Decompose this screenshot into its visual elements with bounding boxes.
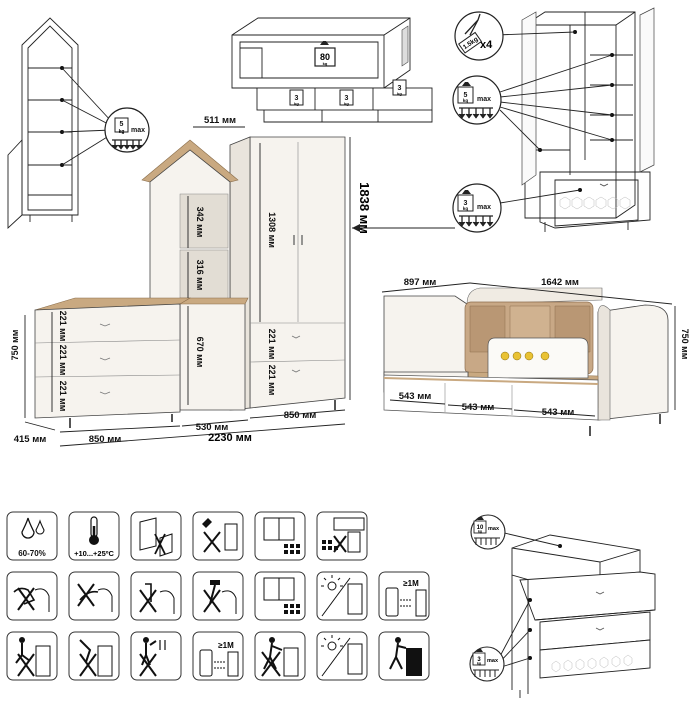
chest-top-weight-max: max xyxy=(488,526,500,532)
wardrobe-drawer-weight-value: 3 xyxy=(464,200,468,207)
shelf-weight-unit: kg xyxy=(119,129,125,135)
bed-drawer-unit-2: kg xyxy=(344,101,349,106)
shelf-lower-dim: 316 мм xyxy=(195,260,205,291)
chest-drawer-2-dim: 221 мм xyxy=(58,345,68,376)
chest-drawer-1-dim: 221 мм xyxy=(58,311,68,342)
chest-drawer-3-dim: 221 мм xyxy=(58,381,68,412)
bed-drawer-unit-1: kg xyxy=(294,101,299,106)
furniture-set-render xyxy=(34,136,346,428)
no-stand-icon xyxy=(68,571,120,621)
wardrobe-shelf-weight-max: max xyxy=(477,96,491,103)
no-hammer-icon xyxy=(192,571,244,621)
chest-height-dim: 750 мм xyxy=(10,329,20,360)
bed-drawer-1-dim: 543 мм xyxy=(399,391,432,402)
shelf-weight-badge: 5 kg max xyxy=(104,107,150,153)
humidity-label: 60-70% xyxy=(18,549,46,558)
shelf-weight-value: 5 xyxy=(120,121,124,128)
bed-height-dim: 750 мм xyxy=(680,329,690,360)
chest-load-sketch xyxy=(497,531,656,698)
bed-drawer-3-dim: 543 мм xyxy=(542,407,575,418)
appliance-distance-icon xyxy=(192,631,244,681)
wardrobe-load-sketch xyxy=(495,7,655,232)
bed-drawer-weight-3: 3 xyxy=(398,85,402,92)
wardrobe-drawer-weight-badge: 3 kg max xyxy=(452,183,502,233)
total-width-dim: 2230 мм xyxy=(208,432,252,444)
cabinet-width-dim: 530 мм xyxy=(196,422,229,433)
temperature-label: +10...+25ºC xyxy=(74,549,114,558)
bed-depth-dim: 897 мм xyxy=(404,277,437,288)
bed-top-weight-value: 80 xyxy=(320,52,330,62)
bed-drawer-unit-3: kg xyxy=(397,91,402,96)
chest-width-dim: 850 мм xyxy=(89,434,122,445)
wardrobe-drawer-2-dim: 221 мм xyxy=(267,365,277,396)
hanger-count: x4 xyxy=(480,39,493,51)
shelf-weight-max: max xyxy=(131,127,145,134)
bed-load-sketch xyxy=(231,17,433,123)
hanger-weight-badge: 1.5kg x4 xyxy=(454,11,504,61)
chest-top-weight-value: 10 xyxy=(477,525,484,531)
top-width-dim: 511 мм xyxy=(204,115,236,126)
distance-2-label: ≥1M xyxy=(218,641,234,650)
chest-top-weight-unit: kg xyxy=(478,530,482,534)
wardrobe-drawer-1-dim: 221 мм xyxy=(267,329,277,360)
distance-1-label: ≥1M xyxy=(403,579,419,588)
chest-drawer-weight-max: max xyxy=(487,658,499,664)
no-hang-icon xyxy=(130,631,182,681)
bed-top-weight: 80 kg xyxy=(314,41,336,67)
chest-drawer-weight-badge: 3 kg max xyxy=(469,646,505,682)
cabinet-height-dim: 670 мм xyxy=(195,337,205,368)
chest-drawer-weight-unit: kg xyxy=(477,662,481,666)
bed-top-weight-unit: kg xyxy=(323,61,328,66)
bed-dimensions: 897 мм 1642 мм 750 мм 543 мм 543 мм 543 … xyxy=(381,277,690,418)
total-height-dim: 1838 мм xyxy=(357,182,372,234)
chest-drawer-weight-value: 3 xyxy=(477,657,481,663)
furniture-set-dimensions: 511 мм 1838 мм 342 мм 316 мм 1308 мм 670… xyxy=(10,115,372,447)
bed-drawer-weight-1: 3 xyxy=(295,95,299,102)
wardrobe-shelf-weight-unit: kg xyxy=(463,98,469,103)
bed-drawer-weights: 3 kg 3 kg 3 kg xyxy=(289,79,407,106)
wardrobe-drawer-weight-unit: kg xyxy=(463,206,469,211)
wardrobe-shelf-weight-badge: 5 kg max xyxy=(452,75,502,125)
wardrobe-shelf-weight-value: 5 xyxy=(464,92,468,99)
bed-drawer-2-dim: 543 мм xyxy=(462,402,495,413)
depth-dim: 415 мм xyxy=(14,434,47,445)
wardrobe-upper-dim: 1308 мм xyxy=(267,212,277,248)
shelf-upper-dim: 342 мм xyxy=(195,207,205,238)
shelf-unit-sketch xyxy=(7,17,113,230)
care-icons: 60-70% +10...+25ºC xyxy=(6,511,430,681)
wardrobe-width-dim: 850 мм xyxy=(284,410,317,421)
bed-length-dim: 1642 мм xyxy=(541,277,579,288)
bed-drawer-weight-2: 3 xyxy=(345,95,349,102)
bed-render xyxy=(383,287,669,436)
chest-top-weight-badge: 10 kg max xyxy=(470,514,506,550)
wardrobe-drawer-weight-max: max xyxy=(477,204,491,211)
